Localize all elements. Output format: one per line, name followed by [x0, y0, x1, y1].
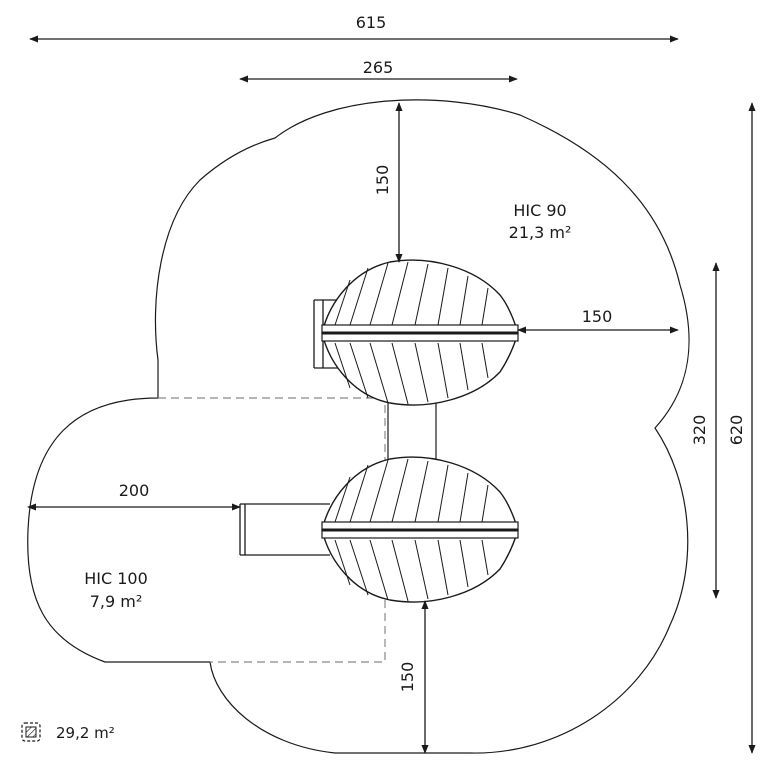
upper-zone-area: 21,3 m² — [509, 223, 572, 242]
lower-zone-hic: HIC 100 — [84, 569, 148, 588]
upper-zone-hic: HIC 90 — [513, 201, 566, 220]
dim-label-right-clearance: 150 — [582, 307, 613, 326]
connecting-beam — [387, 396, 437, 462]
dim-label-slide-clearance: 200 — [119, 481, 150, 500]
slide — [239, 503, 330, 556]
dim-label-total-width: 615 — [356, 13, 387, 32]
dim-label-structure-height: 320 — [690, 415, 709, 446]
safety-zone-outline — [27, 99, 690, 754]
dim-label-total-height: 620 — [727, 415, 746, 446]
hatched-area-icon — [21, 722, 41, 742]
legend-total-area: 29,2 m² — [56, 724, 115, 742]
lower-zone-area: 7,9 m² — [90, 592, 143, 611]
dim-label-bottom-clearance: 150 — [398, 662, 417, 693]
upper-leaf-pod — [321, 259, 519, 406]
dim-label-top-clearance: 150 — [373, 165, 392, 196]
lower-leaf-pod — [321, 456, 519, 603]
dim-label-platform-span: 265 — [363, 58, 394, 77]
